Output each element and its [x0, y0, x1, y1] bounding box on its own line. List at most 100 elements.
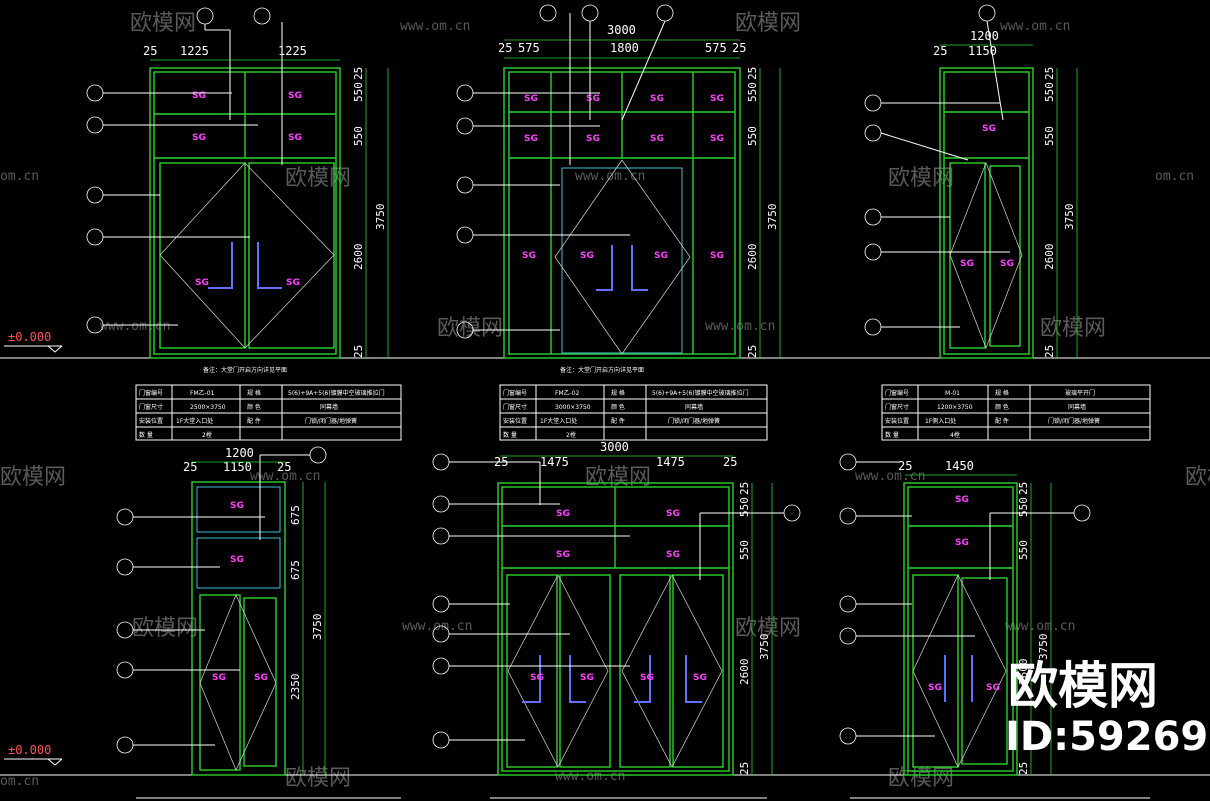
watermark-brand: 欧模网 [285, 166, 351, 191]
level-mark: ±0.000 [4, 330, 63, 353]
svg-text:675: 675 [289, 560, 302, 580]
svg-text:SG: SG [286, 278, 300, 288]
svg-text:备注：大堂门开启方向详见平面: 备注：大堂门开启方向详见平面 [560, 366, 644, 374]
svg-text:2350: 2350 [289, 674, 302, 701]
svg-text:SG: SG [288, 133, 302, 143]
svg-text:2600: 2600 [738, 659, 751, 686]
svg-text:SG: SG [982, 124, 996, 134]
door-elevation-3: 1200 25 1150 SG SG SG 25 550 550 2600 25… [933, 29, 1078, 359]
svg-text:25: 25 [277, 460, 291, 474]
svg-text:1450: 1450 [945, 459, 974, 473]
svg-text:数 量: 数 量 [503, 431, 517, 439]
svg-text:门窗编号: 门窗编号 [885, 389, 909, 397]
svg-text:SG: SG [693, 673, 707, 683]
svg-text:5(6)+9A+5(6)镀膜中空玻璃推拉门: 5(6)+9A+5(6)镀膜中空玻璃推拉门 [288, 389, 385, 397]
watermark-brand: 欧模网 [735, 11, 801, 36]
level-mark: ±0.000 [4, 743, 63, 766]
svg-text:25: 25 [352, 67, 365, 80]
svg-text:SG: SG [580, 673, 594, 683]
svg-text:25: 25 [746, 67, 759, 80]
svg-text:SG: SG [640, 673, 654, 683]
watermark-brand: 欧模网 [130, 11, 196, 36]
svg-text:1200×3750: 1200×3750 [937, 404, 973, 411]
svg-text:SG: SG [955, 538, 969, 548]
svg-text:SG: SG [955, 495, 969, 505]
svg-text:门锁/闭门器/地弹簧: 门锁/闭门器/地弹簧 [305, 417, 357, 425]
svg-text:SG: SG [556, 509, 570, 519]
svg-text:1F大堂入口处: 1F大堂入口处 [540, 417, 577, 425]
door-elevation-2: 3000 25 575 1800 575 25 SG SG SG SG SG S… [498, 23, 781, 374]
svg-text:门窗编号: 门窗编号 [139, 389, 163, 397]
svg-text:25: 25 [352, 345, 365, 358]
brand-id-label: ID:592692 [1005, 714, 1210, 760]
svg-text:SG: SG [666, 509, 680, 519]
watermark-brand: 欧模网 [285, 766, 351, 791]
svg-text:门窗尺寸: 门窗尺寸 [885, 403, 909, 411]
watermark-site: www.om.cn [400, 19, 470, 34]
svg-text:25: 25 [183, 460, 197, 474]
svg-text:1150: 1150 [223, 460, 252, 474]
svg-text:25: 25 [1043, 67, 1056, 80]
svg-text:FM乙-01: FM乙-01 [190, 390, 215, 397]
brand-logo-text: 欧模网 [1008, 657, 1158, 715]
svg-text:颜 色: 颜 色 [995, 403, 1009, 411]
svg-text:SG: SG [1000, 259, 1014, 269]
door-elevation-5: 3000 25 1475 1475 25 SG SG SG SG SG SG S… [494, 440, 773, 776]
watermark-site: www.om.cn [100, 319, 170, 334]
svg-text:25: 25 [498, 41, 512, 55]
svg-text:2600: 2600 [352, 244, 365, 271]
svg-text:550: 550 [746, 82, 759, 102]
svg-text:颜 色: 颜 色 [247, 403, 261, 411]
svg-text:3000: 3000 [600, 440, 629, 454]
svg-text:25: 25 [1043, 345, 1056, 358]
svg-text:SG: SG [230, 501, 244, 511]
svg-text:575: 575 [705, 41, 727, 55]
svg-text:FM乙-02: FM乙-02 [555, 390, 580, 397]
svg-text:3750: 3750 [766, 204, 779, 231]
svg-text:3750: 3750 [1063, 204, 1076, 231]
svg-text:2樘: 2樘 [566, 431, 576, 439]
svg-text:550: 550 [352, 126, 365, 146]
svg-text:SG: SG [710, 94, 724, 104]
svg-text:675: 675 [289, 505, 302, 525]
watermark-domain: om.cn [0, 774, 39, 789]
svg-text:M-01: M-01 [945, 390, 960, 397]
svg-text:SG: SG [986, 683, 1000, 693]
svg-text:SG: SG [650, 94, 664, 104]
svg-text:同幕墙: 同幕墙 [320, 403, 338, 411]
svg-text:规 格: 规 格 [611, 389, 625, 397]
svg-text:25: 25 [1017, 762, 1030, 775]
svg-text:安装位置: 安装位置 [139, 417, 163, 425]
watermark-brand: 欧模网 [437, 316, 503, 341]
svg-text:25: 25 [723, 455, 737, 469]
door-elevation-6: 25 1450 SG SG SG SG 25 550 550 2600 25 3… [898, 459, 1052, 776]
svg-text:4樘: 4樘 [950, 431, 960, 439]
svg-text:550: 550 [1043, 82, 1056, 102]
svg-text:门锁/闭门器/地弹簧: 门锁/闭门器/地弹簧 [668, 417, 720, 425]
svg-text:同幕墙: 同幕墙 [685, 403, 703, 411]
svg-text:SG: SG [666, 550, 680, 560]
svg-text:550: 550 [352, 82, 365, 102]
svg-text:颜 色: 颜 色 [611, 403, 625, 411]
svg-text:1475: 1475 [540, 455, 569, 469]
watermark-site: www.om.cn [250, 469, 320, 484]
svg-text:玻璃平开门: 玻璃平开门 [1065, 389, 1095, 397]
svg-text:±0.000: ±0.000 [8, 330, 51, 344]
svg-text:25: 25 [898, 459, 912, 473]
svg-text:SG: SG [522, 251, 536, 261]
svg-text:550: 550 [746, 126, 759, 146]
svg-text:SG: SG [288, 91, 302, 101]
svg-text:SG: SG [586, 134, 600, 144]
svg-text:SG: SG [192, 91, 206, 101]
watermark-brand: 欧模网 [735, 616, 801, 641]
svg-text:SG: SG [928, 683, 942, 693]
svg-text:3750: 3750 [374, 204, 387, 231]
svg-text:3750: 3750 [1037, 634, 1050, 661]
svg-text:门窗尺寸: 门窗尺寸 [139, 403, 163, 411]
watermark-site: www.om.cn [555, 769, 625, 784]
svg-text:25: 25 [738, 762, 751, 775]
svg-text:25: 25 [732, 41, 746, 55]
svg-text:550: 550 [738, 497, 751, 517]
